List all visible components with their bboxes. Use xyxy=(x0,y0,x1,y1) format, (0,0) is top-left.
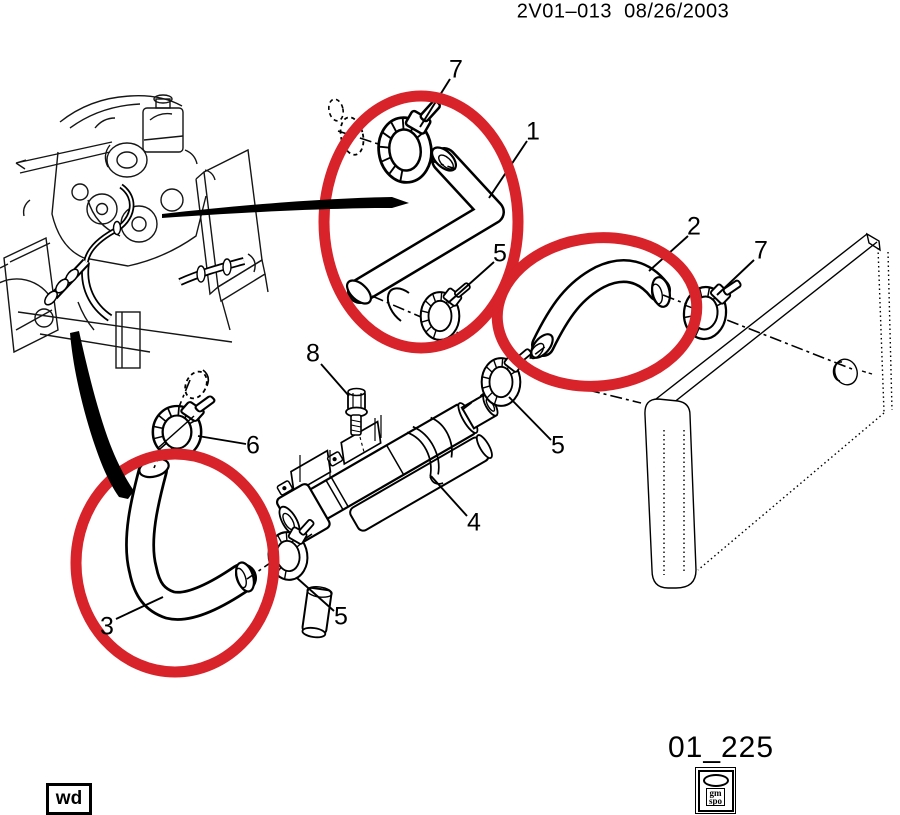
callout-5-bottom: 5 xyxy=(334,602,348,631)
ghost-clamp-icon xyxy=(327,98,345,122)
hose-upper-drawing xyxy=(345,146,505,322)
callout-7-top: 7 xyxy=(449,55,463,84)
gm-oval-icon xyxy=(702,773,729,787)
drawing-title: 2V01–013 08/26/2003 xyxy=(516,0,730,23)
wd-corner-tag-text: wd xyxy=(55,788,83,809)
highlight-circle-hose-1 xyxy=(318,90,524,354)
pointer-arrow-icon xyxy=(162,197,409,218)
hose-lower-drawing xyxy=(125,455,257,621)
water-pipe-assembly-drawing xyxy=(275,393,499,639)
gm-spo-logo-line1: gm xyxy=(709,788,722,798)
gm-spo-logo-line2: spo xyxy=(708,796,722,806)
callout-1: 1 xyxy=(526,117,540,146)
highlight-circles xyxy=(70,90,703,678)
gm-spo-logo-text: gm spo xyxy=(705,788,725,806)
callout-5-top: 5 xyxy=(493,239,507,268)
gm-spo-logo: gm spo xyxy=(695,767,736,814)
callout-8: 8 xyxy=(306,339,320,368)
radiator-drawing xyxy=(644,232,893,589)
pointer-arrows xyxy=(70,197,409,499)
highlight-circle-hose-2 xyxy=(491,232,703,392)
sheet-number: 01_225 xyxy=(667,731,775,764)
ghost-clamp-icon xyxy=(184,370,208,400)
wd-corner-tag: wd xyxy=(46,783,92,815)
callout-4: 4 xyxy=(467,508,481,537)
clamp-icons xyxy=(151,89,745,584)
callout-3: 3 xyxy=(100,612,114,641)
ghost-clamp-icon xyxy=(339,116,365,156)
callout-6: 6 xyxy=(246,431,260,460)
callout-5-middle: 5 xyxy=(551,431,565,460)
engine-overview-sketch xyxy=(0,94,269,369)
callout-7-right: 7 xyxy=(754,236,768,265)
hose-middle-drawing xyxy=(529,259,671,360)
highlight-circle-hose-3 xyxy=(70,448,280,678)
gm-spo-logo-frame: gm spo xyxy=(697,769,734,812)
bolt-drawing xyxy=(345,387,368,453)
pointer-arrow-icon xyxy=(70,331,134,499)
callout-2: 2 xyxy=(687,212,701,241)
